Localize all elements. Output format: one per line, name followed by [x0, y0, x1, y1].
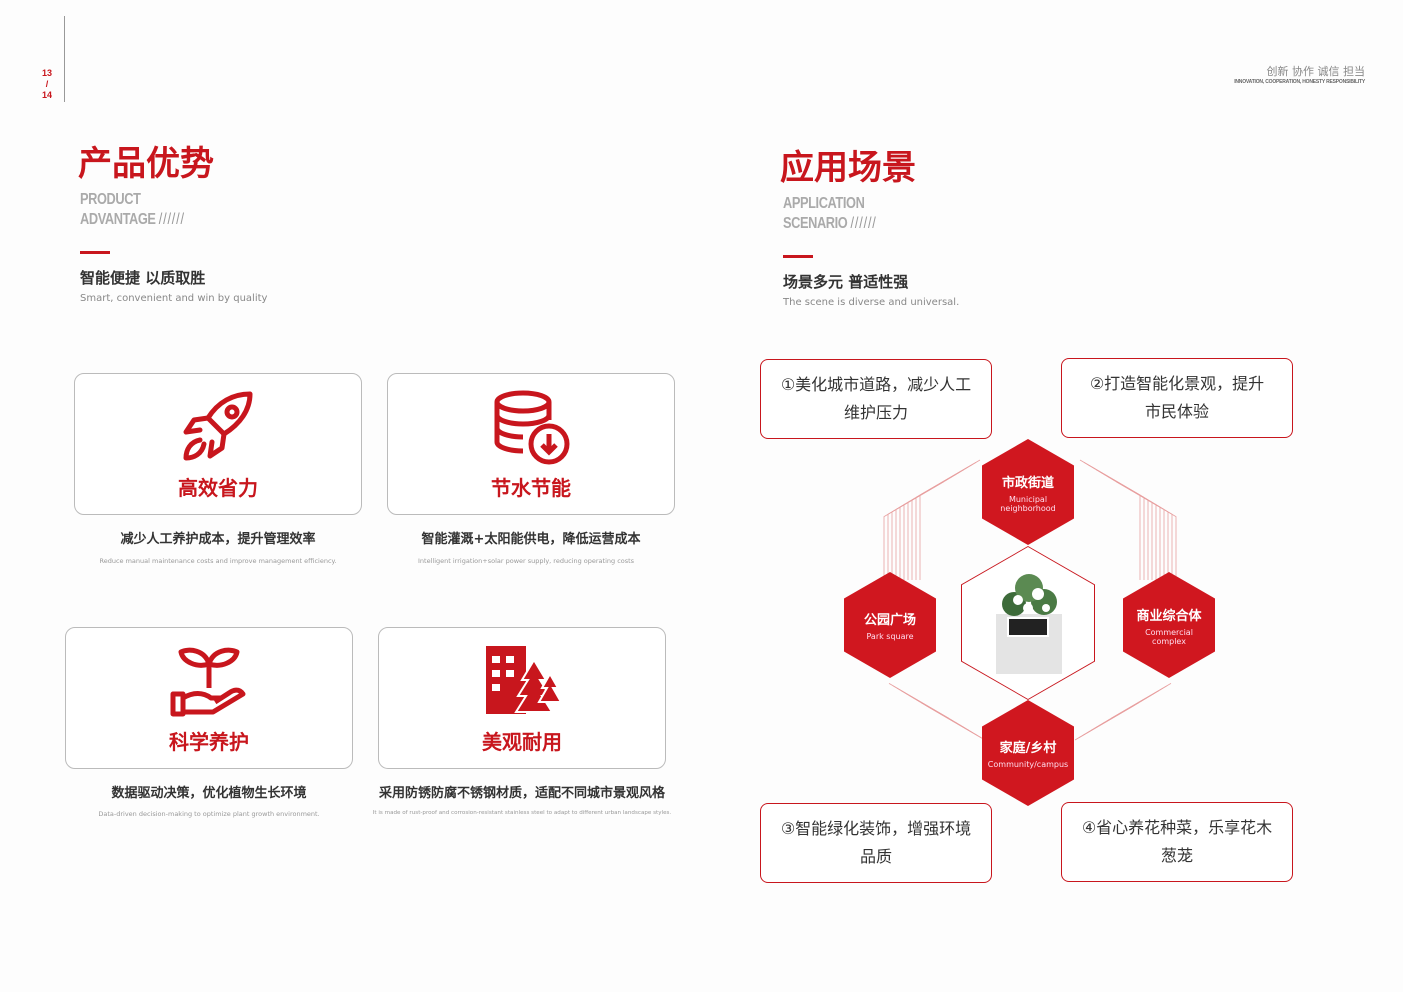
hex-label: 商业综合体 — [1136, 608, 1202, 624]
page-sep: / — [45, 79, 49, 89]
hex-label: 家庭/乡村 — [999, 741, 1057, 756]
card-label: 美观耐用 — [482, 730, 562, 754]
en-line2: ADVANTAGE — [80, 211, 156, 228]
slogan-cn: 创新 协作 诚信 担当 — [1266, 65, 1366, 78]
hex-commercial: 商业综合体 Commercial complex — [1123, 572, 1215, 678]
card-desc-en: Reduce manual maintenance costs and impr… — [99, 557, 337, 565]
card-efficiency: 高效省力 — [74, 373, 362, 515]
card-desc-en: It is made of rust-proof and corrosion-r… — [372, 810, 672, 816]
building-tree-icon — [486, 646, 562, 714]
en-line1: APPLICATION — [783, 195, 865, 212]
scene-line: ③智能绿化装饰，增强环境 — [780, 819, 972, 838]
hand-sprout-icon — [170, 647, 246, 717]
en-line2: SCENARIO — [783, 215, 848, 232]
en-line1: PRODUCT — [80, 191, 141, 208]
rocket-icon — [183, 391, 253, 461]
hex-label: 公园广场 — [863, 613, 916, 628]
scene-line: 品质 — [859, 847, 892, 866]
scene-box-2: ②打造智能化景观，提升市民体验 — [1061, 358, 1293, 438]
application-title: 应用场景 — [780, 148, 916, 188]
accent-bar — [80, 251, 110, 254]
subtitle: 场景多元 普适性强 — [783, 273, 909, 291]
card-desc: 采用防锈防腐不锈钢材质，适配不同城市景观风格 — [378, 786, 665, 801]
card-scientific-care: 科学养护 — [65, 627, 353, 769]
subtitle-en: Smart, convenient and win by quality — [80, 293, 268, 304]
scene-line: 葱茏 — [1160, 846, 1193, 865]
card-water-saving: 节水节能 — [387, 373, 675, 515]
card-label: 节水节能 — [491, 476, 571, 500]
scene-box-4: ④省心养花种菜，乐享花木葱茏 — [1061, 802, 1293, 882]
hex-label-en: Municipal neighborhood — [1000, 494, 1056, 513]
database-download-icon — [494, 390, 570, 465]
accent-bar — [783, 255, 813, 258]
product-hexagon — [961, 546, 1095, 700]
card-durable: 美观耐用 — [378, 627, 666, 769]
slashes: ////// — [850, 215, 877, 232]
scene-line: ②打造智能化景观，提升 — [1089, 374, 1265, 393]
scene-line: ①美化城市道路，减少人工 — [780, 375, 972, 394]
scene-line: 市民体验 — [1144, 402, 1209, 421]
card-desc: 数据驱动决策，优化植物生长环境 — [111, 786, 307, 801]
scene-line: ④省心养花种菜，乐享花木 — [1081, 818, 1273, 837]
hex-label-en: Community/campus — [987, 760, 1069, 769]
divider — [64, 16, 65, 102]
card-desc-en: Intelligent irrigation+solar power suppl… — [418, 557, 635, 565]
page-total: 14 — [41, 90, 52, 100]
subtitle: 智能便捷 以质取胜 — [80, 269, 206, 287]
card-label: 高效省力 — [178, 476, 258, 500]
card-desc: 智能灌溉+太阳能供电，降低运营成本 — [421, 532, 641, 547]
planter-image — [996, 574, 1062, 674]
connector-lines — [883, 459, 1177, 741]
page-current: 13 — [41, 68, 52, 78]
hex-label-en: Park square — [866, 632, 914, 641]
hex-community: 家庭/乡村 Community/campus — [982, 700, 1074, 806]
card-desc-en: Data-driven decision-making to optimize … — [98, 810, 320, 818]
hex-label: 市政街道 — [1001, 475, 1054, 491]
page-number: 13/14 — [38, 68, 56, 101]
slashes: ////// — [158, 211, 185, 228]
hex-label-en: Commercial complex — [1145, 627, 1193, 646]
product-advantage-en: PRODUCT ADVANTAGE ////// — [80, 190, 185, 230]
scene-line: 维护压力 — [843, 403, 908, 422]
scene-box-1: ①美化城市道路，减少人工维护压力 — [760, 359, 992, 439]
hex-park: 公园广场 Park square — [844, 572, 936, 678]
subtitle-en: The scene is diverse and universal. — [783, 297, 960, 308]
slogan-en: INNOVATION, COOPERATION, HONESTY RESPONS… — [1234, 79, 1365, 85]
card-desc: 减少人工养护成本，提升管理效率 — [120, 532, 316, 547]
scene-box-3: ③智能绿化装饰，增强环境品质 — [760, 803, 992, 883]
application-en: APPLICATION SCENARIO ////// — [783, 194, 877, 234]
product-advantage-title: 产品优势 — [78, 144, 214, 184]
card-label: 科学养护 — [169, 730, 249, 754]
